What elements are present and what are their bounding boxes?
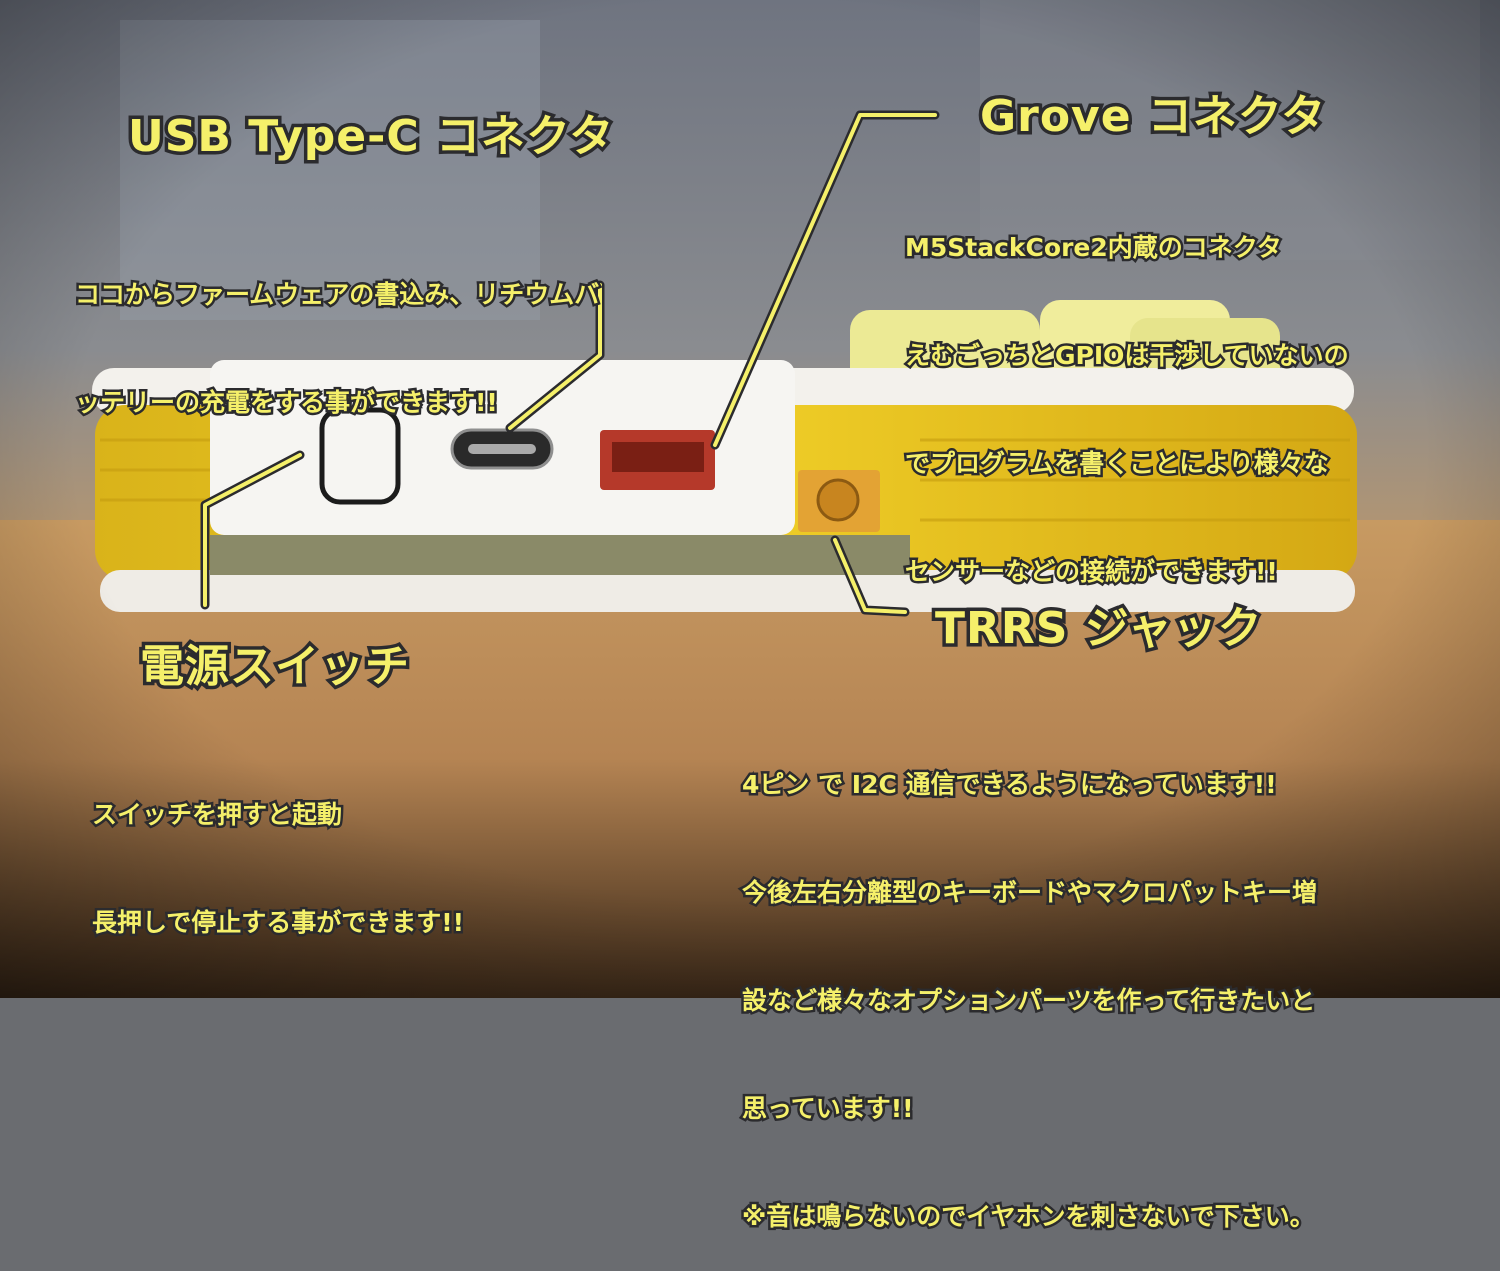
trrs-description: 4ピン で I2C 通信できるようになっています!! 今後左右分離型のキーボード…: [739, 695, 1319, 1271]
power-line: 長押しで停止する事ができます!!: [89, 906, 466, 940]
vignette: [0, 0, 1500, 998]
product-photo: [0, 0, 1500, 998]
usb-description: ココからファームウェアの書込み、リチウムバ ッテリーの充電をする事ができます!!: [72, 205, 601, 457]
trrs-line: 4ピン で I2C 通信できるようになっています!!: [739, 768, 1279, 802]
trrs-line: 思っています!!: [739, 1092, 916, 1126]
trrs-line: ※音は鳴らないのでイヤホンを刺さないで下さい。: [739, 1200, 1317, 1234]
trrs-line: 設など様々なオプションパーツを作って行きたいと: [739, 984, 1317, 1018]
grove-line: センサーなどの接続ができます!!: [903, 555, 1281, 589]
usb-line: ココからファームウェアの書込み、リチウムバ: [72, 278, 601, 312]
grove-line: えむごっちとGPIOは干渉していないの: [903, 339, 1352, 373]
grove-description: M5StackCore2内蔵のコネクタ えむごっちとGPIOは干渉していないの …: [903, 158, 1352, 626]
power-line: スイッチを押すと起動: [89, 798, 344, 832]
grove-line: M5StackCore2内蔵のコネクタ: [903, 231, 1285, 265]
power-title: 電源スイッチ: [137, 638, 413, 696]
trrs-line: 今後左右分離型のキーボードやマクロパットキー増: [739, 876, 1319, 910]
grove-title: Grove コネクタ: [976, 88, 1328, 146]
usb-line: ッテリーの充電をする事ができます!!: [72, 386, 500, 420]
power-description: スイッチを押すと起動 長押しで停止する事ができます!!: [89, 725, 466, 977]
usb-title: USB Type-C コネクタ: [124, 108, 616, 166]
trrs-title: TRRS ジャック: [932, 600, 1266, 658]
grove-line: でプログラムを書くことにより様々な: [903, 447, 1332, 481]
